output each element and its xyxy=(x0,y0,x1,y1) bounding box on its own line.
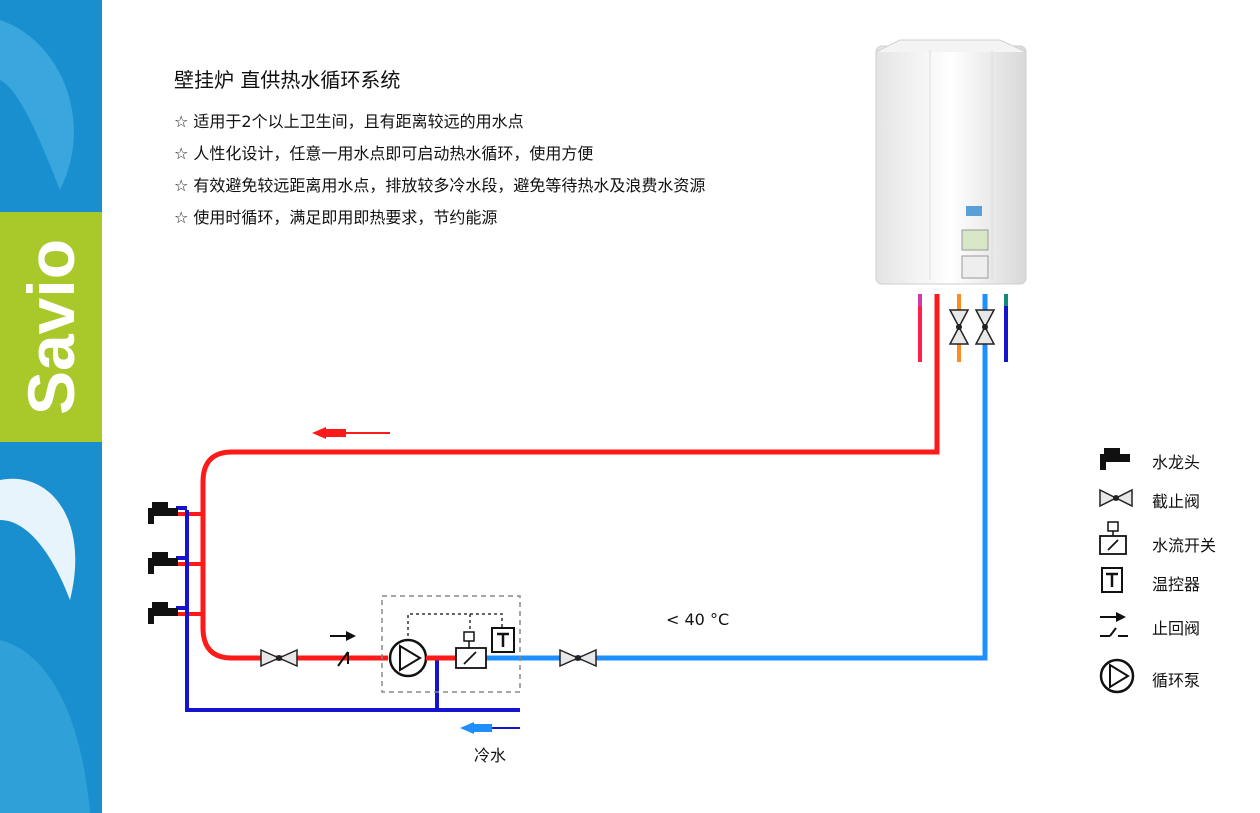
legend-label-flow-switch: 水流开关 xyxy=(1152,536,1217,555)
legend-label-shutoff-valve: 截止阀 xyxy=(1152,492,1201,511)
legend-circulation-pump-icon xyxy=(1099,658,1135,694)
boiler-outlets xyxy=(918,294,1008,362)
shutoff-valve-icon xyxy=(974,309,996,345)
circulation-pump-icon xyxy=(388,638,428,678)
legend-label-pump: 循环泵 xyxy=(1152,671,1201,690)
bullet-1: ☆ 适用于2个以上卫生间，且有距离较远的用水点 xyxy=(174,112,524,131)
legend-check-valve-icon xyxy=(1100,612,1128,637)
flow-switch-icon xyxy=(455,631,487,669)
shutoff-valve-icon xyxy=(559,648,597,668)
return-temperature-label: < 40 °C xyxy=(666,610,730,629)
cold-flow-arrow-icon xyxy=(460,722,520,734)
shutoff-valve-icon xyxy=(260,648,298,668)
hot-water-pipe xyxy=(200,294,940,661)
faucet-icon xyxy=(148,602,178,624)
legend-flow-switch-icon xyxy=(1099,521,1127,555)
bullet-3: ☆ 有效避免较远距离用水点，排放较多冷水段，避免等待热水及浪费水资源 xyxy=(174,176,706,195)
legend-shutoff-valve-icon xyxy=(1099,488,1133,508)
hot-flow-arrow-icon xyxy=(312,427,390,439)
page-title: 壁挂炉 直供热水循环系统 xyxy=(174,68,401,92)
thermostat-icon xyxy=(491,627,515,653)
shutoff-valve-icon xyxy=(948,309,970,345)
return-water-pipe xyxy=(485,294,988,661)
boiler-display xyxy=(961,229,989,251)
check-valve-icon xyxy=(330,631,356,667)
cold-water-pipe xyxy=(185,510,520,712)
faucet-icon xyxy=(148,502,178,524)
boiler-logo-icon xyxy=(966,206,982,216)
bullet-2: ☆ 人性化设计，任意一用水点即可启动热水循环，使用方便 xyxy=(174,144,594,163)
brand-band xyxy=(0,212,102,442)
legend-label-check-valve: 止回阀 xyxy=(1152,619,1201,638)
legend-thermostat-icon xyxy=(1101,567,1123,593)
wall-boiler xyxy=(875,39,1027,285)
cold-water-label: 冷水 xyxy=(474,746,507,765)
wave-decoration xyxy=(0,20,90,813)
boiler-keypad xyxy=(961,255,989,279)
legend-label-faucet: 水龙头 xyxy=(1152,453,1201,472)
bullet-4: ☆ 使用时循环，满足即用即热要求，节约能源 xyxy=(174,208,498,227)
legend-label-thermostat: 温控器 xyxy=(1152,575,1201,594)
brand-sidebar: Savio xyxy=(0,0,102,813)
faucet-icon xyxy=(148,552,178,574)
legend-faucet-icon xyxy=(1100,448,1130,470)
